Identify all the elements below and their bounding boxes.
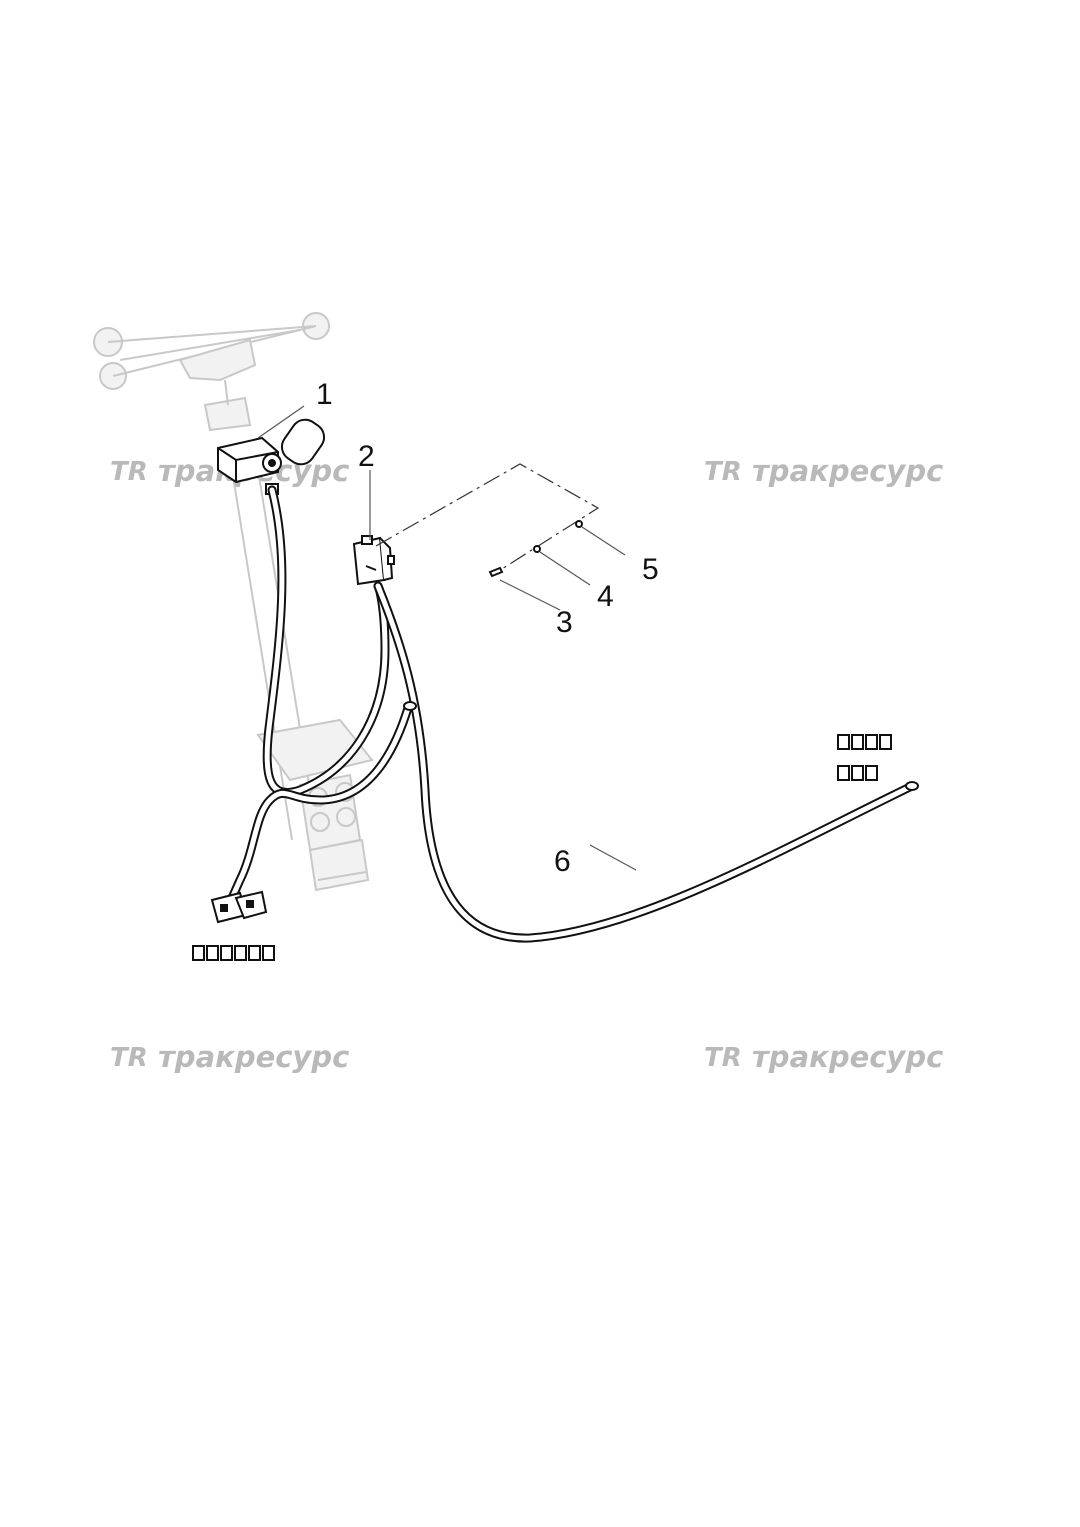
watermark-logo: TR <box>110 457 148 487</box>
watermark-logo: TR <box>110 1043 148 1073</box>
watermark-brand: тракресурс <box>752 1040 943 1074</box>
leader-lines <box>257 405 637 871</box>
watermark-logo: TR <box>704 457 742 487</box>
callout-5: 5 <box>642 553 659 586</box>
callout-1: 1 <box>316 378 333 411</box>
watermark-bottom-right: TR тракресурс <box>704 1040 943 1074</box>
watermark-brand: тракресурс <box>752 454 943 488</box>
column-switch-part-1 <box>217 418 326 495</box>
exploded-fasteners <box>375 463 600 578</box>
steering-wheel-ghost <box>93 312 330 432</box>
callout-2: 2 <box>358 440 375 473</box>
watermark-brand: тракресурс <box>158 1040 349 1074</box>
callout-3: 3 <box>556 606 573 639</box>
watermark-bottom-left: TR тракресурс <box>110 1040 349 1074</box>
switch-block-part-2 <box>352 535 395 586</box>
callout-4: 4 <box>597 580 614 613</box>
watermark-top-right: TR тракресурс <box>704 454 943 488</box>
callout-6: 6 <box>554 845 571 878</box>
unrendered-label-connector <box>192 945 275 961</box>
harness-connector <box>210 890 268 924</box>
unrendered-label-right-end <box>837 734 892 781</box>
watermark-logo: TR <box>704 1043 742 1073</box>
wire-harness-part-6 <box>227 485 919 943</box>
